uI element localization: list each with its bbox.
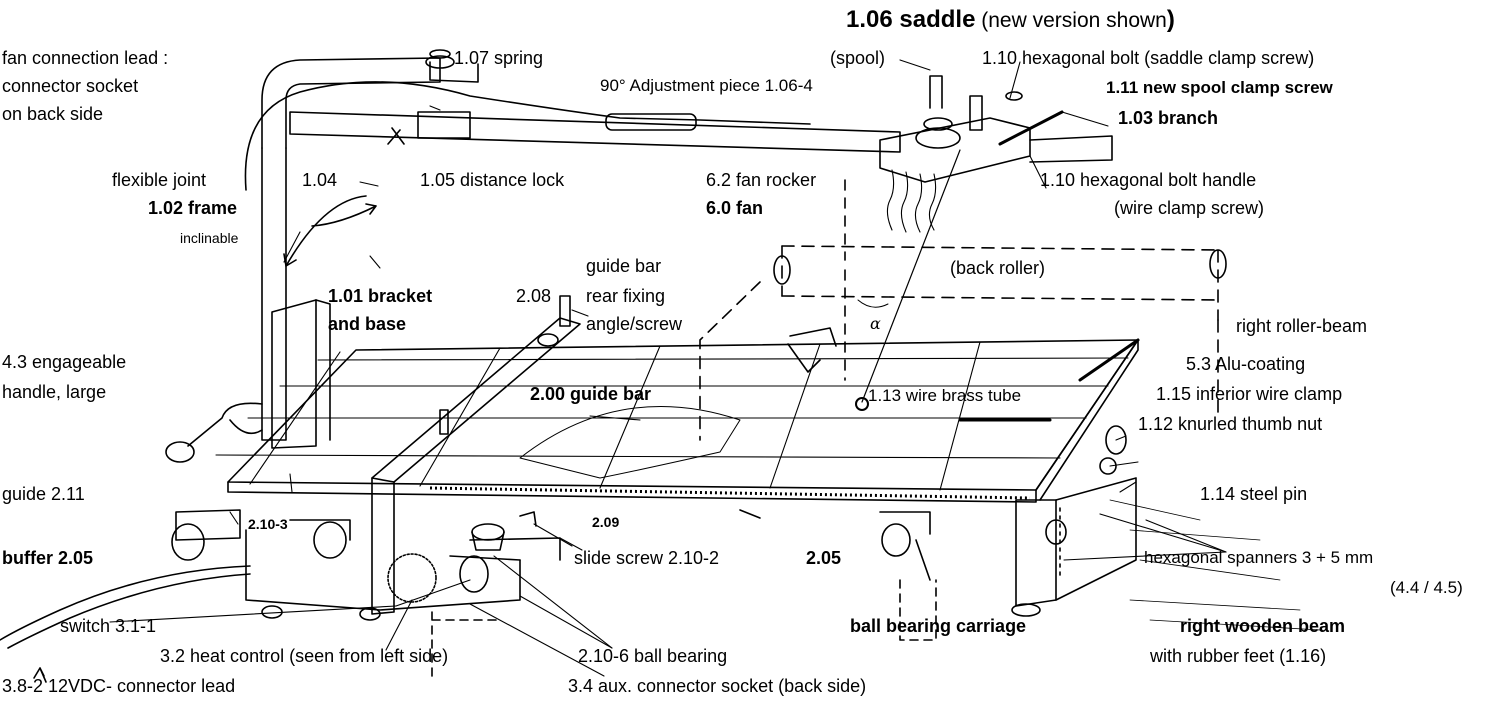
- label-spanners-2: (4.4 / 4.5): [1390, 578, 1463, 597]
- label-adjustment: 90° Adjustment piece 1.06-4: [600, 76, 813, 95]
- leader-lines: [109, 59, 1227, 677]
- label-ball-bearing: 2.10-6 ball bearing: [578, 646, 728, 666]
- label-right-roller-beam: right roller-beam: [1236, 316, 1368, 336]
- protractor: [519, 406, 741, 479]
- table-top: [215, 338, 1140, 503]
- label-slide-screw: slide screw 2.10-2: [574, 548, 720, 568]
- guide-clamp-detail: [787, 327, 837, 373]
- fan-rocker: [605, 113, 697, 131]
- label-aux-socket: 3.4 aux. connector socket (back side): [568, 676, 867, 696]
- label-209: 2.09: [592, 514, 620, 530]
- spring: [425, 49, 479, 83]
- label-steel-pin: 1.14 steel pin: [1200, 484, 1308, 504]
- label-guide-211: guide 2.11: [2, 484, 85, 504]
- label-spool: (spool): [830, 48, 886, 68]
- table-front-pattern: [429, 486, 1031, 500]
- label-guide-bar-main: 2.00 guide bar: [530, 384, 652, 404]
- brass-tube-hole: [855, 397, 869, 411]
- label-guide-bar-rear-3: angle/screw: [586, 314, 683, 334]
- label-switch: switch 3.1-1: [60, 616, 157, 636]
- front-guide: [171, 509, 931, 561]
- label-guide-bar-rear-1: guide bar: [586, 256, 662, 276]
- label-fan-rocker: 6.2 fan rocker: [706, 170, 817, 190]
- saddle-title-number: 1.06 saddle: [846, 6, 976, 33]
- label-hex-bolt-saddle: 1.10 hexagonal bolt (saddle clamp screw): [982, 48, 1315, 68]
- right-wooden-beam: [1011, 477, 1137, 617]
- label-fan: 6.0 fan: [706, 198, 764, 218]
- label-alu-coating: 5.3 Alu-coating: [1186, 354, 1306, 374]
- lead-arrow: [33, 667, 47, 683]
- label-208: 2.08: [516, 286, 552, 306]
- engageable-handle: [165, 402, 263, 463]
- label-handle-2: handle, large: [2, 382, 107, 402]
- fan-airflow: [886, 169, 937, 233]
- roller-end-left: [773, 255, 791, 285]
- label-inferior-clamp: 1.15 inferior wire clamp: [1156, 384, 1343, 404]
- label-2103: 2.10-3: [248, 516, 288, 532]
- label-branch: 1.03 branch: [1118, 108, 1219, 128]
- label-ball-carriage: ball bearing carriage: [850, 616, 1027, 636]
- inclination-arrow-2: [311, 203, 377, 227]
- label-inclinable: inclinable: [180, 230, 239, 246]
- label-spanners-1: hexagonal spanners 3 + 5 mm: [1144, 548, 1374, 567]
- label-fan-lead-3: on back side: [2, 104, 104, 124]
- roller-end-right: [1209, 249, 1227, 279]
- label-rubber-feet: with rubber feet (1.16): [1150, 646, 1327, 666]
- label-heat-control: 3.2 heat control (seen from left side): [160, 646, 449, 666]
- frame-arm: [261, 57, 901, 441]
- alpha-arc: [857, 299, 889, 308]
- distance-lock: [387, 111, 471, 145]
- label-wire-clamp-screw: (wire clamp screw): [1114, 198, 1265, 218]
- label-thumb-nut: 1.12 knurled thumb nut: [1138, 414, 1323, 434]
- saddle-branch: [879, 75, 1113, 183]
- label-fan-lead-2: connector socket: [2, 76, 139, 96]
- label-bracket-1: 1.01 bracket: [328, 286, 433, 306]
- label-back-roller: (back roller): [950, 258, 1046, 278]
- label-brass-tube: 1.13 wire brass tube: [868, 386, 1022, 405]
- label-bracket-2: and base: [328, 314, 407, 334]
- guide-bar: [371, 295, 581, 615]
- saddle-title: 1.06 saddle (new version shown): [846, 6, 1175, 35]
- label-spool-clamp: 1.11 new spool clamp screw: [1106, 78, 1333, 97]
- back-roller: [699, 245, 1219, 441]
- label-right-wooden-beam: right wooden beam: [1180, 616, 1346, 636]
- label-spring: 1.07 spring: [454, 48, 544, 68]
- saddle-title-paren: ): [1166, 6, 1175, 33]
- wood-texture: [1109, 499, 1321, 631]
- label-hex-bolt-handle: 1.10 hexagonal bolt handle: [1040, 170, 1257, 190]
- power-cable: [0, 565, 251, 649]
- label-fan-lead-1: fan connection lead :: [2, 48, 169, 68]
- label-frame: 1.02 frame: [148, 198, 238, 218]
- saddle-title-note: (new version shown: [975, 9, 1167, 32]
- bracket-base: [271, 299, 331, 449]
- label-buffer: buffer 2.05: [2, 548, 94, 568]
- label-205: 2.05: [806, 548, 842, 568]
- inclination-arrow: [283, 195, 367, 267]
- label-alpha: α: [870, 314, 881, 333]
- label-flexible-joint: flexible joint: [112, 170, 207, 190]
- label-connector-lead: 3.8-2 12VDC- connector lead: [2, 676, 236, 696]
- right-clamps: [1045, 425, 1127, 545]
- label-104: 1.04: [302, 170, 338, 190]
- cutting-wire: [861, 149, 961, 403]
- label-distance-lock: 1.05 distance lock: [420, 170, 565, 190]
- fan-cable: [244, 81, 811, 191]
- label-handle-1: 4.3 engageable: [2, 352, 127, 372]
- label-guide-bar-rear-2: rear fixing: [586, 286, 666, 306]
